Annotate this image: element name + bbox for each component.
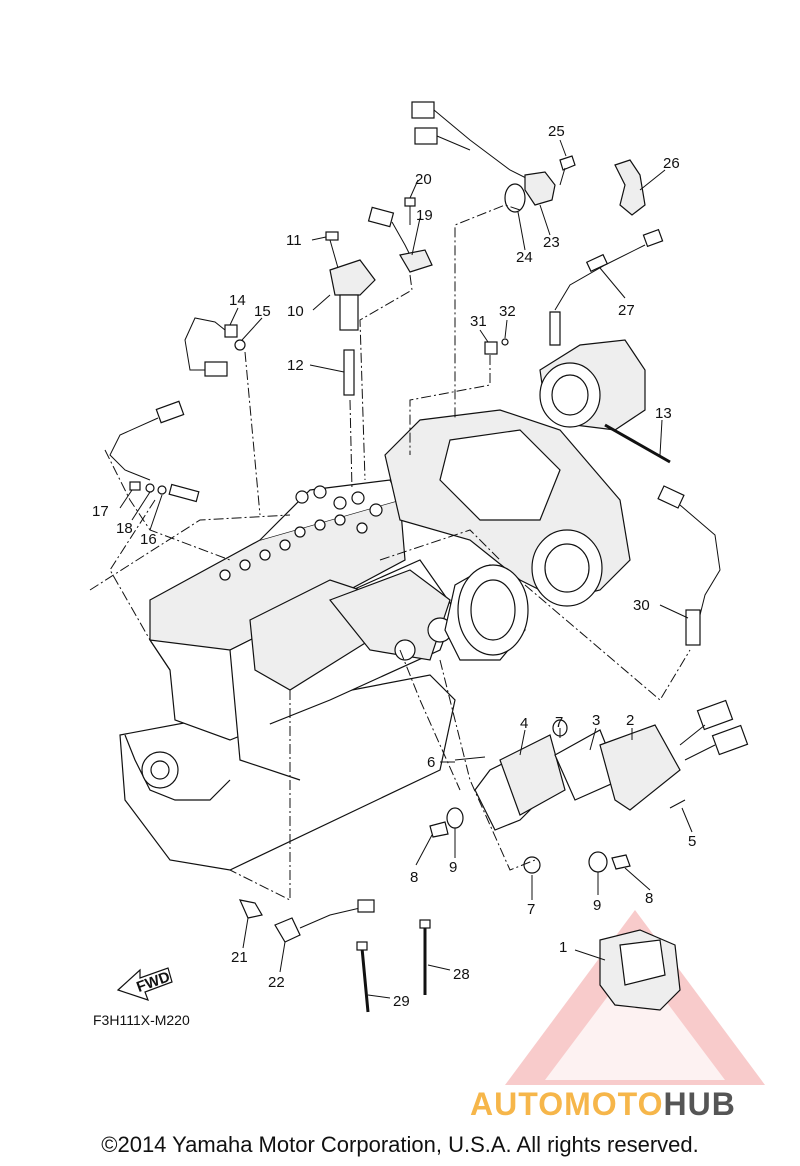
callout-19: 19 [416,207,433,224]
callout-29: 29 [393,993,410,1010]
diagram-code: F3H111X-M220 [93,1012,190,1028]
callout-24: 24 [516,249,533,266]
callout-23: 23 [543,234,560,251]
leader-lines [119,139,693,999]
callout-21: 21 [231,949,248,966]
callout-15: 15 [254,303,271,320]
callout-27: 27 [618,302,635,319]
callout-18: 18 [116,520,133,537]
assembly-lines [89,204,691,901]
sensor-parts [109,101,721,1013]
callout-labels: 1 2 3 4 5 6 7 7 8 8 9 9 10 11 12 13 14 1… [92,123,696,1010]
callout-10: 10 [287,303,304,320]
callout-9b: 9 [593,897,601,914]
callout-3: 3 [592,712,600,729]
callout-5: 5 [688,833,696,850]
engine-block [119,479,456,871]
callout-7b: 7 [527,901,535,918]
callout-8a: 8 [410,869,418,886]
callout-20: 20 [415,171,432,188]
callout-7a: 7 [555,714,563,731]
callout-9a: 9 [449,859,457,876]
callout-28: 28 [453,966,470,983]
callout-4: 4 [520,715,528,732]
callout-2: 2 [626,712,634,729]
callout-22: 22 [268,974,285,991]
callout-8b: 8 [645,890,653,907]
watermark-brand: AUTOMOTOHUB [470,1086,736,1123]
callout-26: 26 [663,155,680,172]
watermark-part2: HUB [663,1086,736,1122]
copyright-notice: ©2014 Yamaha Motor Corporation, U.S.A. A… [101,1132,699,1157]
callout-13: 13 [655,405,672,422]
callout-30: 30 [633,597,650,614]
supercharger-intake [384,409,631,661]
ecu-assembly [474,699,749,1011]
fwd-arrow-icon: FWD [116,967,173,1001]
watermark-part1: AUTOMOTO [470,1086,664,1122]
callout-25: 25 [548,123,565,140]
callout-11: 11 [286,232,302,249]
callout-12: 12 [287,357,304,374]
callout-31: 31 [470,313,487,330]
throttle-body [539,339,646,431]
callout-17: 17 [92,503,109,520]
callout-14: 14 [229,292,246,309]
callout-6: 6 [427,754,435,771]
callout-1: 1 [559,939,567,956]
callout-32: 32 [499,303,516,320]
callout-16: 16 [140,531,157,548]
